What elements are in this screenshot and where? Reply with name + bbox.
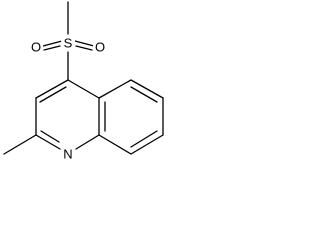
bond-c5-c6 bbox=[130, 79, 164, 99]
bond-c4-c3-inner bbox=[39, 86, 67, 103]
sulfur-atom-label: S bbox=[64, 36, 73, 51]
oxygen-left-atom-label: O bbox=[31, 40, 41, 55]
bond-s-o-right-b bbox=[75, 45, 93, 51]
bond-c7-c8-inner bbox=[130, 130, 158, 148]
bond-s-o-right-a bbox=[74, 40, 95, 47]
bond-n1-c8a bbox=[75, 134, 100, 150]
bond-c4a-c4 bbox=[67, 79, 100, 99]
bond-s-o-left-b bbox=[43, 45, 61, 51]
bond-c8-c8a bbox=[98, 134, 132, 155]
oxygen-right-atom-label: O bbox=[95, 40, 105, 55]
bond-c2-n1 bbox=[35, 134, 61, 150]
atom-labels: S O O N bbox=[29, 36, 107, 162]
bond-c7-c8 bbox=[130, 134, 164, 155]
bond-c2-methyl bbox=[3, 134, 37, 155]
bond-c5-c6-inner bbox=[130, 86, 158, 103]
bond-s-o-left-a bbox=[42, 40, 63, 47]
nitrogen-atom-label: N bbox=[63, 147, 72, 162]
bond-c2-n1-inner bbox=[40, 130, 60, 143]
bond-c4a-c5 bbox=[98, 79, 132, 99]
molecule-structure: S O O N bbox=[3, 1, 164, 162]
bonds bbox=[3, 1, 164, 155]
bond-c4-c3 bbox=[35, 79, 69, 99]
